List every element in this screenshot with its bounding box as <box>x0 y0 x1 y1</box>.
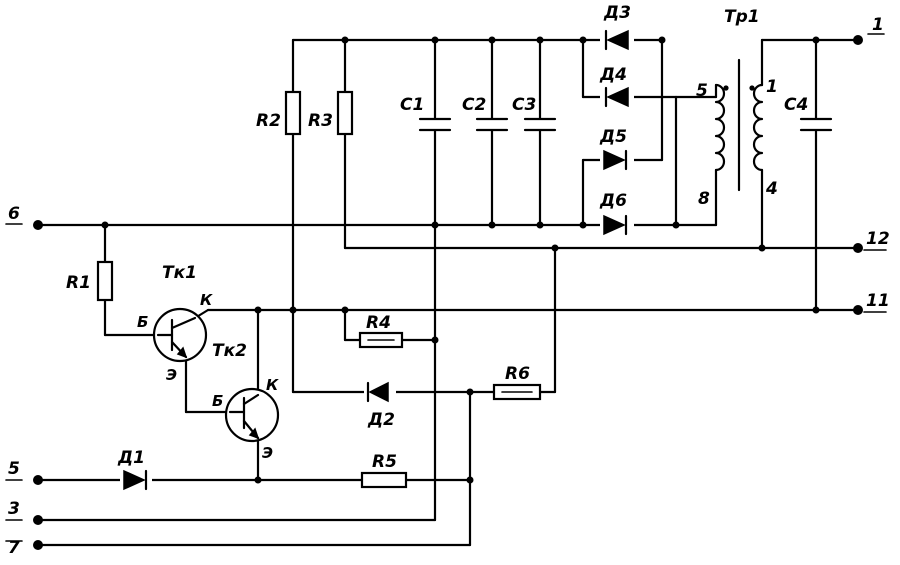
d3-label: Д3 <box>603 3 631 23</box>
junction-dots <box>101 36 820 484</box>
r2-label: R2 <box>256 111 281 131</box>
c1-label: C1 <box>400 95 424 115</box>
r6-label: R6 <box>505 364 530 384</box>
tk1-collector-label: К <box>200 291 213 309</box>
tr1-pin1: 1 <box>766 77 778 97</box>
d4-label: Д4 <box>599 65 627 85</box>
c4-label: C4 <box>784 95 808 115</box>
terminal-6: 6 <box>5 204 43 230</box>
tk2-label: Тк2 <box>212 341 247 361</box>
r5-label: R5 <box>372 452 397 472</box>
tk2-base-label: Б <box>212 392 223 410</box>
r1-label: R1 <box>66 273 91 293</box>
d2-label: Д2 <box>367 410 395 430</box>
tr1-label: Тр1 <box>724 7 760 27</box>
tk2-emitter-label: Э <box>262 444 273 462</box>
tk1-base-label: Б <box>137 313 148 331</box>
diode-d2: Д2 <box>364 381 396 430</box>
resistor-r4: R4 <box>358 313 404 349</box>
tk1-label: Тк1 <box>162 263 197 283</box>
d1-label: Д1 <box>117 448 145 468</box>
resistor-r1: R1 <box>66 260 114 302</box>
diode-d4: Д4 <box>599 65 634 108</box>
tk1-emitter-label: Э <box>166 366 177 384</box>
terminal-1: 1 <box>853 15 885 45</box>
terminal-6-label: 6 <box>8 204 20 224</box>
d5-label: Д5 <box>599 127 627 147</box>
terminal-12-label: 12 <box>866 229 890 249</box>
tr1-pin4: 4 <box>765 179 778 199</box>
diode-d3: Д3 <box>600 3 634 51</box>
terminal-5-label: 5 <box>8 459 20 479</box>
transistor-tk1: Тк1 Б К Э <box>137 263 213 384</box>
d6-label: Д6 <box>599 191 627 211</box>
r4-label: R4 <box>366 313 391 333</box>
capacitor-c1: C1 <box>400 95 452 132</box>
diode-d5: Д5 <box>599 127 634 171</box>
terminal-3-label: 3 <box>8 499 20 519</box>
c3-label: C3 <box>512 95 536 115</box>
diode-d1: Д1 <box>117 448 152 491</box>
wires <box>38 38 860 547</box>
resistor-r5: R5 <box>360 452 408 489</box>
terminal-11-label: 11 <box>866 291 890 311</box>
terminal-5: 5 <box>5 459 43 485</box>
c2-label: C2 <box>462 95 486 115</box>
tr1-pin5: 5 <box>696 81 708 101</box>
terminal-7: 7 <box>5 538 43 558</box>
terminal-11: 11 <box>853 291 890 315</box>
terminal-3: 3 <box>5 499 43 525</box>
capacitor-c2: C2 <box>462 95 509 132</box>
diode-d6: Д6 <box>599 191 634 236</box>
resistor-r2: R2 <box>256 90 302 136</box>
capacitor-c3: C3 <box>512 95 557 132</box>
tk2-collector-label: К <box>266 376 279 394</box>
transistor-tk2: Тк2 Б К Э <box>212 341 280 462</box>
tr1-pin8: 8 <box>698 189 710 209</box>
r3-label: R3 <box>308 111 333 131</box>
capacitor-c4: C4 <box>784 95 833 132</box>
terminal-1-label: 1 <box>872 15 884 35</box>
terminal-12: 12 <box>853 229 890 253</box>
transformer-tr1: Тр1 5 8 1 4 <box>696 7 778 209</box>
resistor-r6: R6 <box>492 364 542 401</box>
resistor-r3: R3 <box>308 90 354 136</box>
terminal-7-label: 7 <box>8 538 20 558</box>
